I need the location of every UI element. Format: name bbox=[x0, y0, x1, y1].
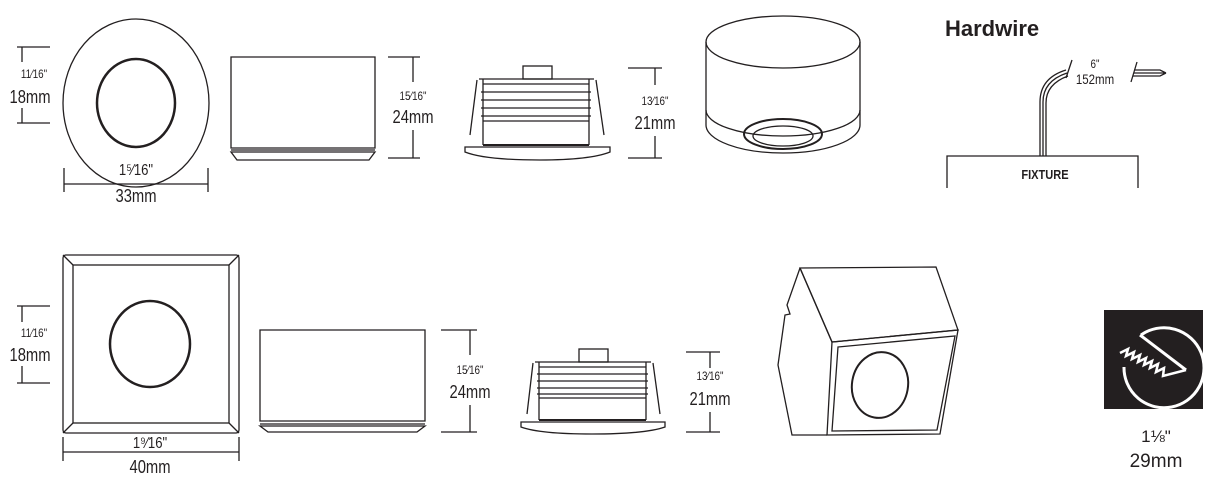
square-side-view bbox=[258, 329, 427, 433]
square-front-view bbox=[62, 254, 240, 434]
square-height-in: 11⁄16" bbox=[20, 326, 48, 340]
round-width-dimension bbox=[63, 168, 209, 192]
cutout-size-in: 1⅛" bbox=[1141, 427, 1171, 446]
square-mount-dimension bbox=[686, 351, 720, 433]
round-mount-dimension bbox=[628, 67, 662, 159]
round-3d-view bbox=[705, 15, 861, 154]
square-width-dimension bbox=[62, 437, 240, 461]
round-side-dimension bbox=[388, 56, 420, 159]
square-side-in: 15⁄16" bbox=[456, 363, 484, 377]
square-width-in: 1⁹⁄16" bbox=[132, 435, 168, 452]
hardwire-diagram bbox=[946, 59, 1167, 188]
lead-length-mm: 152mm bbox=[1075, 71, 1115, 87]
round-mount-mm: 21mm bbox=[634, 113, 676, 133]
fixture-label: FIXTURE bbox=[1021, 167, 1069, 182]
square-mount-view bbox=[520, 348, 666, 435]
square-side-mm: 24mm bbox=[449, 382, 491, 402]
round-mount-in: 13⁄16" bbox=[641, 94, 669, 108]
round-mount-view bbox=[464, 65, 611, 161]
lead-length-in: 6" bbox=[1090, 57, 1100, 71]
square-width-mm: 40mm bbox=[129, 457, 171, 477]
round-height-mm: 18mm bbox=[9, 87, 51, 107]
round-side-mm: 24mm bbox=[392, 107, 434, 127]
round-width-mm: 33mm bbox=[115, 186, 157, 206]
cutout-size-mm: 29mm bbox=[1129, 451, 1183, 472]
square-height-dimension bbox=[17, 305, 50, 384]
square-height-mm: 18mm bbox=[9, 345, 51, 365]
square-mount-mm: 21mm bbox=[689, 389, 731, 409]
hole-saw-icon bbox=[1104, 310, 1206, 410]
round-width-in: 1⁵⁄16" bbox=[118, 162, 154, 179]
square-3d-view bbox=[777, 266, 959, 436]
round-height-in: 11⁄16" bbox=[20, 67, 48, 81]
round-front-view bbox=[62, 18, 210, 188]
hardwire-title: Hardwire bbox=[945, 16, 1040, 41]
round-height-dimension bbox=[17, 46, 50, 124]
round-side-in: 15⁄16" bbox=[399, 89, 427, 103]
square-mount-in: 13⁄16" bbox=[696, 369, 724, 383]
square-side-dimension bbox=[441, 329, 477, 433]
round-side-view bbox=[229, 56, 377, 161]
